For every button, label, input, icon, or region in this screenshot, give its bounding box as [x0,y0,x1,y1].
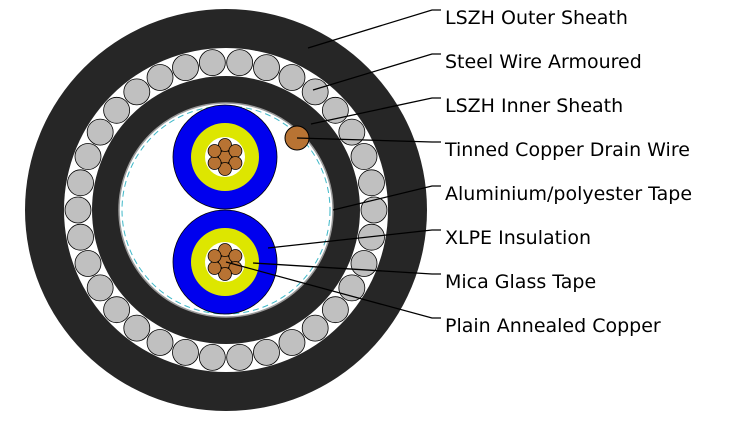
copper-strand [207,144,222,158]
drain-wire-leader-line [296,137,441,143]
armour-wire [321,296,349,324]
copper-strand [228,249,243,263]
copper-strand [207,156,222,170]
armour-wire [146,329,174,356]
copper-strand [218,243,232,257]
armour-wire [278,329,306,356]
armour-wire [172,54,199,82]
core [172,209,278,315]
copper-strand [218,267,232,281]
armour-wire [103,96,131,124]
armour-wire [226,343,254,371]
copper-strand [218,162,232,176]
armour-wire [74,250,102,277]
armour-wire [123,314,151,342]
copper-conductor-leader-line [225,261,441,319]
copper-strand [228,261,243,275]
armour-wire [198,343,226,371]
outer-sheath-leader-line [307,9,441,49]
armour-wire [172,338,199,366]
xlpe-insulation-label: XLPE Insulation [445,227,591,249]
mica-tape-leader-line [252,262,441,275]
copper-strand [207,249,222,263]
armour-wire [358,169,385,197]
drain-wire-label: Tinned Copper Drain Wire [444,139,690,161]
copper-strand [207,261,222,275]
armour-wire [86,118,114,146]
outer-sheath-label: LSZH Outer Sheath [445,7,628,29]
core [172,104,278,210]
copper-conductor-label: Plain Annealed Copper [445,315,661,337]
xlpe-insulation-leader-line [267,229,441,249]
armour-wire [360,196,388,224]
armour-wire [86,274,114,302]
armour-wire [198,49,226,77]
copper-strand [218,138,232,152]
copper-strand [228,156,243,170]
steel-wire-armour-leader-line [312,53,441,91]
armour-wire [146,64,174,91]
copper-strand [228,144,243,158]
armour-wire [350,143,378,170]
armour-wire [338,118,366,146]
armour-wire [123,78,151,106]
armour-wire [338,274,366,302]
armour-wire [350,250,378,277]
armour-wire [67,169,94,197]
armour-wire [67,223,94,251]
armour-wire [103,296,131,324]
armour-wire [301,78,329,106]
armour-wire [278,64,306,91]
armour-wire [301,314,329,342]
steel-wire-armour-label: Steel Wire Armoured [445,51,642,73]
mica-tape-label: Mica Glass Tape [445,271,596,293]
armour-wire [253,338,280,366]
armour-wire [226,49,254,77]
armour-wire [64,196,92,224]
foil-tape-leader-line [332,185,441,211]
armour-wire [253,54,280,82]
inner-sheath-label: LSZH Inner Sheath [445,95,623,117]
armour-wire [74,143,102,170]
foil-tape-label: Aluminium/polyester Tape [445,183,692,205]
inner-sheath-leader-line [310,97,441,125]
